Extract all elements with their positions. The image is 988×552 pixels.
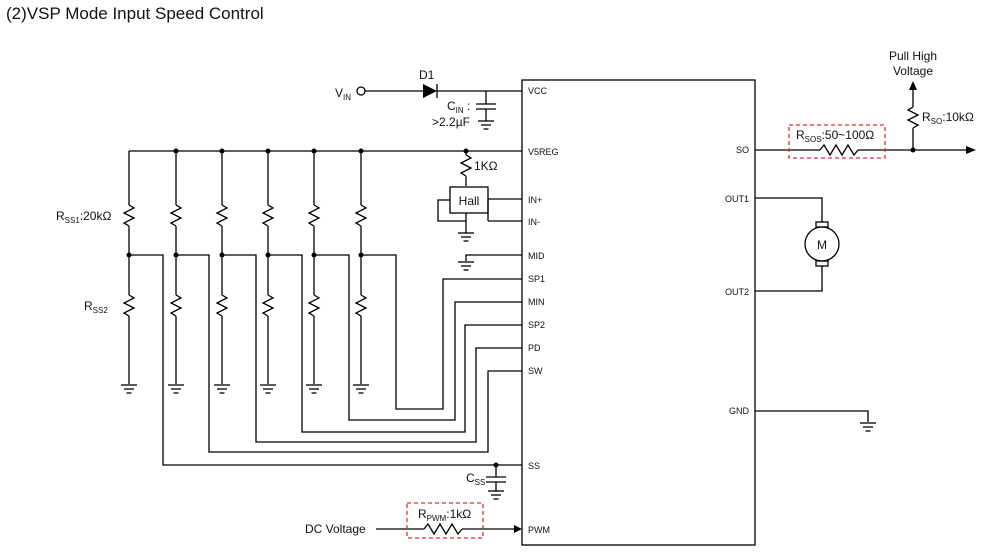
rss2-label: R [84,299,93,313]
d1-label: D1 [419,68,435,82]
ladder-pd [167,151,522,453]
dc-voltage-label: DC Voltage [305,522,366,536]
rso-subscript: SO [931,117,943,126]
svg-text:CSS: CSS [466,471,485,487]
hall-sensor: Hall [437,186,522,242]
ic-right-pin-labels: SO OUT1 OUT2 GND [725,145,750,416]
so-output: RSOS:50~100Ω RSO:10kΩ Pull High Voltage [755,49,976,159]
pin-so: SO [736,145,749,155]
cin-colon: : [464,99,471,113]
svg-text:RSS1:20kΩ: RSS1:20kΩ [56,209,111,225]
svg-text:CIN :: CIN : [447,99,470,115]
pull-high-line2: Voltage [893,64,933,78]
rso-label: R [922,110,931,124]
rsos-subscript: SOS [805,135,822,144]
divider-ladders: RSS1:20kΩ RSS2 [56,148,522,466]
svg-text:RSS2: RSS2 [84,299,108,315]
pin-out1: OUT1 [725,194,749,204]
rpwm-label: R [418,507,427,521]
capacitor-css: CSS [466,462,506,500]
rsos-label: R [796,128,805,142]
ic-left-pin-labels: VCC V5REG IN+ IN- MID SP1 MIN SP2 PD SW … [528,86,559,535]
capacitor-cin: CIN : >2.2µF [432,91,496,130]
pin-v5reg: V5REG [528,147,559,157]
svg-text:RPWM:1kΩ: RPWM:1kΩ [418,507,471,523]
pin-sp1: SP1 [528,274,545,284]
rsos-dashed-box [788,124,886,159]
rso-value: :10kΩ [942,110,974,124]
css-subscript: SS [475,478,486,487]
svg-text:VIN: VIN [335,86,351,102]
ladder-ss [120,151,522,466]
pin-sp2: SP2 [528,320,545,330]
hall-resistor-value: 1KΩ [474,159,498,173]
pin-in-minus: IN- [528,217,540,227]
ladder-sp2 [259,151,522,433]
pin-out2: OUT2 [725,287,749,297]
pin-sw: SW [528,366,543,376]
pin-mid: MID [528,251,545,261]
ladder-min [305,151,522,421]
hall-label: Hall [459,194,480,208]
pwm-input: DC Voltage RPWM:1kΩ [305,502,522,539]
cin-label: C [447,99,456,113]
hall-pullup-resistor: 1KΩ [459,151,498,186]
mid-ground [457,254,522,271]
vin-subscript: IN [343,93,351,102]
rss1-value: :20kΩ [80,209,112,223]
rss1-subscript: SS1 [65,216,81,225]
rpwm-subscript: PWM [427,514,447,523]
cin-value: >2.2µF [432,115,470,129]
vin-label: V [335,86,343,100]
cin-subscript: IN [456,106,464,115]
pin-pwm: PWM [528,525,550,535]
pin-in-plus: IN+ [528,195,542,205]
pin-vcc: VCC [528,86,548,96]
diagram-title: (2)VSP Mode Input Speed Control [6,4,264,23]
css-label: C [466,471,475,485]
pin-pd: PD [528,343,541,353]
pin-min: MIN [528,297,545,307]
vin-input: VIN [335,86,423,102]
ic-body [521,79,756,546]
svg-text:RSOS:50~100Ω: RSOS:50~100Ω [796,128,874,144]
motor-label: M [817,238,827,252]
gnd-output [755,410,877,432]
svg-text:RSO:10kΩ: RSO:10kΩ [922,110,974,126]
rpwm-value: :1kΩ [446,507,471,521]
rss1-label: R [56,209,65,223]
motor: M [755,197,840,292]
ladder-sp1 [352,151,522,410]
rss2-subscript: SS2 [93,306,109,315]
diode-d1: D1 [419,68,522,98]
pull-high-line1: Pull High [889,49,937,63]
pin-gnd: GND [729,406,750,416]
ladder-sw [213,151,522,443]
rpwm-dashed-box [406,502,484,539]
rsos-value: :50~100Ω [822,128,875,142]
pin-ss: SS [528,461,540,471]
